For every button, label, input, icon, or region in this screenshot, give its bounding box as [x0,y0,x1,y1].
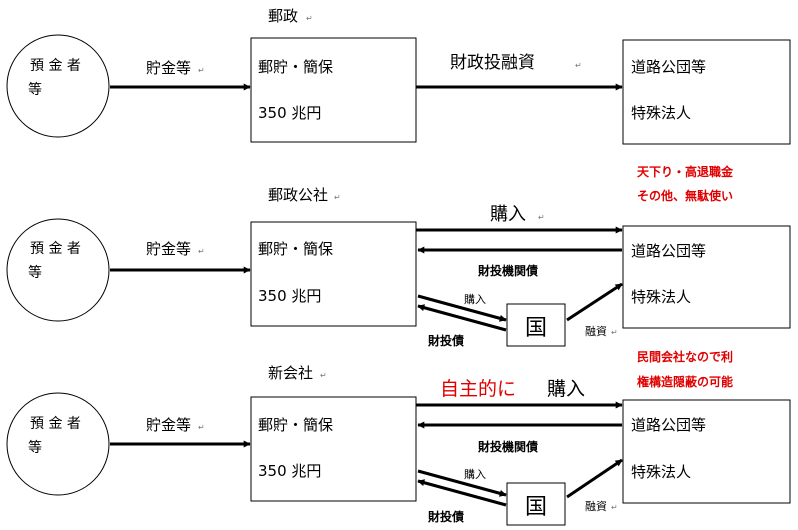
org-label: 郵政公社 [268,186,328,204]
postal-box-line2: 350 兆円 [258,287,321,305]
loan-label: 融資 [585,325,607,338]
row-new-company: 新会社 ↵ 民間会社なので利 権構造隠蔽の可能 預 金 者 等 貯金等 ↵ 郵貯… [6,349,791,526]
depositor-line2: 等 [28,81,42,98]
row-postal: 郵政 ↵ 預 金 者 等 貯金等 ↵ 郵貯・簡保 350 兆円 財政投融資 ↵ … [6,7,791,145]
loan-arrow [566,282,623,322]
public-corp-box [622,39,791,145]
small-purchase-arrow [417,469,507,497]
public-corp-line1: 道路公団等 [631,416,706,434]
return-mark: ↵ [611,503,618,512]
public-corp-line2: 特殊法人 [631,288,691,306]
public-corp-box [622,225,791,329]
return-mark: ↵ [198,66,205,75]
public-corp-line2: 特殊法人 [631,104,691,122]
depositor-circle [6,218,110,322]
depositor-line2: 等 [28,439,42,456]
deposit-label: 貯金等 [146,416,191,434]
purchase-label: 購入 [490,204,526,225]
purchase-label-red: 自主的に [440,378,516,400]
loan-arrow [566,458,623,499]
return-mark: ↵ [334,193,341,202]
postal-box-line2: 350 兆円 [258,104,321,122]
public-corp-line1: 道路公団等 [631,242,706,260]
postal-box-line2: 350 兆円 [258,462,321,480]
public-corp-line2: 特殊法人 [631,463,691,481]
state-box [506,303,566,347]
public-corp-line1: 道路公団等 [631,58,706,76]
note-line1: 天下り・高退職金 [637,164,734,179]
return-mark: ↵ [575,61,582,70]
note-line2: その他、無駄使い [637,188,733,203]
org-label: 新会社 [268,364,313,382]
depositor-line2: 等 [28,264,42,281]
depositor-circle [6,34,110,138]
org-label: 郵政 [268,7,298,25]
zaitosai-label: 財投債 [427,509,464,524]
postal-box [250,37,417,143]
depositor-circle [6,392,110,496]
fiscal-investment-label: 財政投融資 [450,53,535,73]
return-mark: ↵ [198,423,205,432]
depositor-line1: 預 金 者 [30,58,81,74]
zaitosai-label: 財投債 [427,333,464,348]
bond-label: 財投機関債 [477,263,538,278]
depositor-line1: 預 金 者 [30,416,81,432]
return-mark: ↵ [611,328,618,337]
public-corp-box [622,399,791,504]
postal-box-line1: 郵貯・簡保 [258,240,333,258]
small-purchase-arrow [417,294,507,322]
postal-box [250,221,417,327]
zaitosai-arrow [417,479,507,507]
return-mark: ↵ [306,14,313,23]
postal-box-line1: 郵貯・簡保 [258,58,333,76]
note-line2: 権構造隠蔽の可能 [637,374,733,389]
return-mark: ↵ [320,371,327,380]
zaitosai-arrow [417,304,507,332]
return-mark: ↵ [198,247,205,256]
state-label: 国 [525,495,547,520]
note-line1: 民間会社なので利 [637,349,733,364]
small-purchase-label: 購入 [464,292,486,306]
postal-box [250,396,417,502]
state-box [506,482,566,526]
state-label: 国 [525,316,547,341]
bond-label: 財投機関債 [477,439,538,454]
small-purchase-label: 購入 [464,467,486,481]
return-mark: ↵ [538,213,545,222]
postal-box-line1: 郵貯・簡保 [258,416,333,434]
depositor-line1: 預 金 者 [30,241,81,257]
deposit-label: 貯金等 [146,59,191,77]
deposit-label: 貯金等 [146,240,191,258]
purchase-label: 購入 [547,378,585,400]
row-postal-corporation: 郵政公社 ↵ 天下り・高退職金 その他、無駄使い 預 金 者 等 貯金等 ↵ 郵… [6,164,791,348]
loan-label: 融資 [585,500,607,513]
